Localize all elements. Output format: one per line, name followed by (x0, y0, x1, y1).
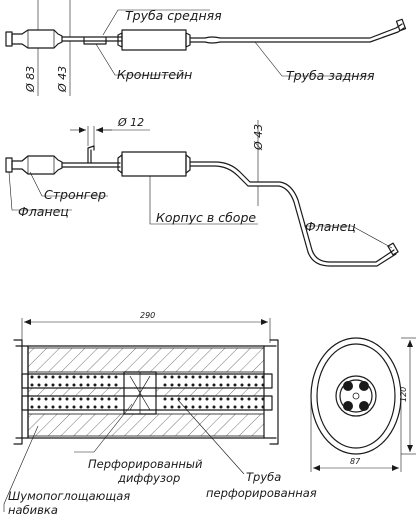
rear-pipe-top (189, 23, 405, 44)
label-absorb-fill-2: набивка (8, 503, 58, 517)
muffler-section: 290 Перфорированный диффузор Труба перфо… (3, 311, 317, 517)
middle-pipe-top (61, 36, 123, 42)
dim-h-120: 120 (399, 387, 408, 402)
middle-pipe-side (61, 162, 121, 168)
label-perforated-pipe-1: Труба (246, 470, 281, 484)
exhaust-assembly-side: Ø 12 Ø 43 Стронгер Фланец Корпус в сборе… (5, 116, 399, 267)
housing-top (121, 29, 187, 51)
end-oval-inner (316, 343, 396, 449)
flange-left-top (5, 31, 13, 47)
dim-d83: Ø 83 (24, 66, 37, 93)
absorb-band-top (27, 347, 265, 373)
label-flange-left: Фланец (18, 204, 69, 219)
perforated-pipe-lower (21, 395, 273, 411)
absorb-band-bottom (27, 413, 265, 437)
label-housing: Корпус в сборе (156, 210, 256, 225)
exhaust-assembly-top: Ø 83 Ø 43 Труба средняя Кронштейн Труба … (5, 0, 407, 96)
perforated-pipe-upper (21, 373, 273, 389)
front-cone-side (11, 155, 63, 175)
dim-d12: Ø 12 (117, 116, 144, 129)
dim-w-87: 87 (350, 457, 361, 466)
perforation-dots (30, 375, 265, 409)
dim-len-290: 290 (140, 311, 155, 320)
rear-pipe-side (189, 161, 397, 267)
bracket-top (83, 37, 107, 45)
housing-side (121, 151, 187, 177)
dim-d43-top: Ø 43 (56, 66, 69, 93)
label-flange-right: Фланец (305, 219, 356, 234)
end-lobes (343, 381, 369, 411)
label-bracket: Кронштейн (117, 67, 192, 82)
flange-left-side (5, 157, 13, 173)
front-cone-top (11, 29, 63, 49)
label-absorb-fill-1: Шумопоглощающая (8, 489, 130, 503)
label-perforated-diffuser-1: Перфорированный (88, 457, 203, 471)
label-perforated-pipe-2: перфорированная (206, 486, 317, 500)
bracket-side (87, 145, 95, 164)
label-pipe-middle: Труба средняя (125, 8, 222, 23)
label-perforated-diffuser-2: диффузор (117, 471, 180, 485)
end-oval-outer (310, 337, 402, 455)
dim-d43-mid: Ø 43 (252, 124, 265, 151)
label-stringer: Стронгер (44, 187, 106, 202)
label-pipe-rear: Труба задняя (286, 68, 375, 83)
muffler-end-view: 120 87 (310, 337, 416, 472)
